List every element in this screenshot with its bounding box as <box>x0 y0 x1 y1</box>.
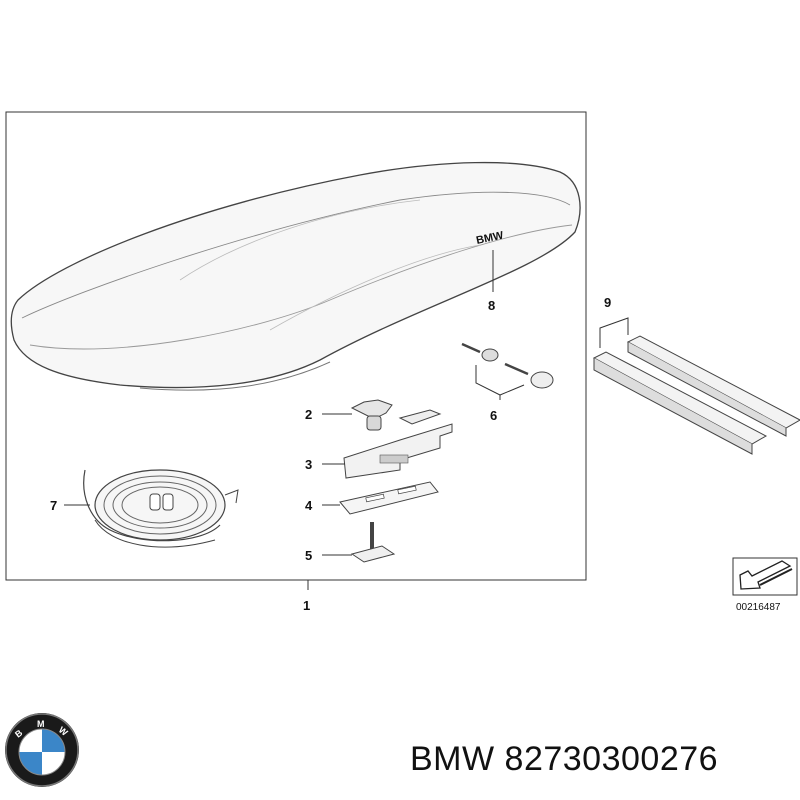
callout-8: 8 <box>488 298 495 313</box>
clamp-bracket <box>343 409 453 479</box>
keys-leader-a <box>475 365 501 396</box>
callout-7: 7 <box>50 498 57 513</box>
callout-1: 1 <box>303 598 310 613</box>
logo-letter-b: B <box>13 727 25 739</box>
footer-part-label: BMW 82730300276 <box>410 740 718 779</box>
star-knob <box>350 399 393 431</box>
footer-part-number: 82730300276 <box>504 740 719 778</box>
reference-code: 00216487 <box>736 602 781 613</box>
footer-brand: BMW <box>410 740 495 778</box>
callout-6: 6 <box>490 408 497 423</box>
base-plate <box>339 481 439 515</box>
bmw-logo: B M W <box>5 713 79 787</box>
lock-keys <box>461 342 554 389</box>
tape-roll <box>83 469 239 548</box>
rubber-rails <box>592 335 800 455</box>
keys-leader-b <box>499 384 525 400</box>
callout-3: 3 <box>305 457 312 472</box>
t-bolt <box>350 522 396 563</box>
box-emblem-text: BMW <box>475 229 505 247</box>
assembly-frame <box>5 111 587 581</box>
roof-box: BMW <box>10 161 581 391</box>
callout-9: 9 <box>604 295 611 310</box>
reference-box <box>732 557 798 596</box>
callout-2: 2 <box>305 407 312 422</box>
callout-5: 5 <box>305 548 312 563</box>
callout-4: 4 <box>305 498 313 513</box>
logo-letter-m: M <box>37 719 45 729</box>
rails-leader <box>599 317 629 348</box>
